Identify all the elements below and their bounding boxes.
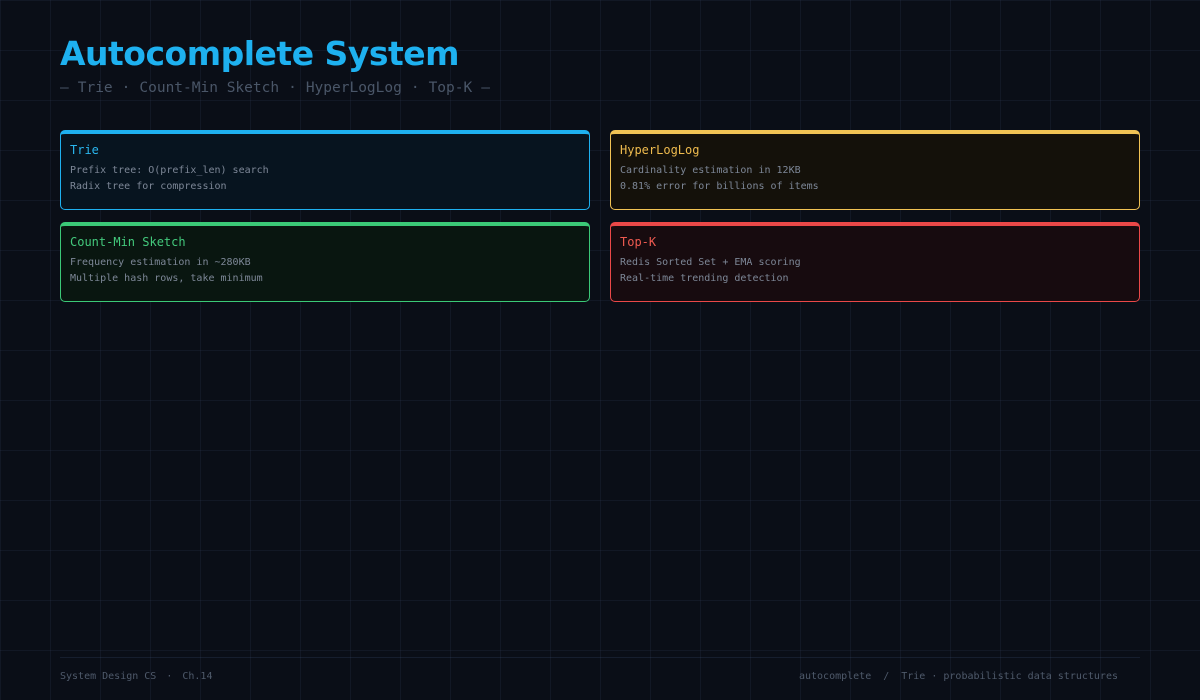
- footer-divider: [60, 657, 1140, 658]
- subtitle-dot: ·: [121, 80, 131, 96]
- card-line: Prefix tree: O(prefix_len) search: [70, 165, 269, 176]
- footer-right: autocomplete / Trie · probabilistic data…: [799, 671, 1118, 682]
- card-title: Trie: [70, 143, 99, 157]
- footer-topic: autocomplete: [798, 671, 872, 682]
- card-line: Redis Sorted Set + EMA scoring: [620, 257, 801, 268]
- card-line: Radix tree for compression: [70, 181, 227, 192]
- card-title: Count-Min Sketch: [70, 235, 186, 249]
- hyperloglog-card: HyperLogLog Cardinality estimation in 12…: [610, 130, 1140, 210]
- card-line: Real-time trending detection: [620, 273, 789, 284]
- card-title: Top-K: [620, 235, 657, 249]
- subtitle-top-k: Top-K: [428, 80, 473, 96]
- card-line: Multiple hash rows, take minimum: [70, 273, 263, 284]
- subtitle-hyperloglog: HyperLogLog: [305, 80, 402, 96]
- subtitle: — Trie · Count-Min Sketch · HyperLogLog …: [60, 80, 490, 96]
- card-line: Cardinality estimation in 12KB: [620, 165, 801, 176]
- subtitle-dash-right: —: [481, 80, 490, 96]
- page-title: Autocomplete System: [60, 34, 460, 73]
- count-min-sketch-card: Count-Min Sketch Frequency estimation in…: [60, 222, 590, 302]
- trie-card: Trie Prefix tree: O(prefix_len) search R…: [60, 130, 590, 210]
- footer-description: Trie · probabilistic data structures: [901, 671, 1118, 682]
- subtitle-dot: ·: [410, 80, 420, 96]
- footer-left: System Design CS · Ch.14: [60, 671, 212, 682]
- subtitle-count-min-sketch: Count-Min Sketch: [139, 80, 280, 96]
- top-k-card: Top-K Redis Sorted Set + EMA scoring Rea…: [610, 222, 1140, 302]
- card-line: 0.81% error for billions of items: [620, 181, 819, 192]
- footer-chapter: Ch.14: [182, 671, 213, 682]
- card-line: Frequency estimation in ~280KB: [70, 257, 251, 268]
- card-title: HyperLogLog: [620, 143, 700, 157]
- subtitle-dot: ·: [288, 80, 297, 96]
- subtitle-dash-left: —: [60, 80, 69, 96]
- footer-slash: /: [883, 671, 890, 682]
- subtitle-trie: Trie: [77, 80, 113, 96]
- footer-dot: ·: [166, 671, 173, 682]
- footer-course: System Design CS: [60, 671, 157, 682]
